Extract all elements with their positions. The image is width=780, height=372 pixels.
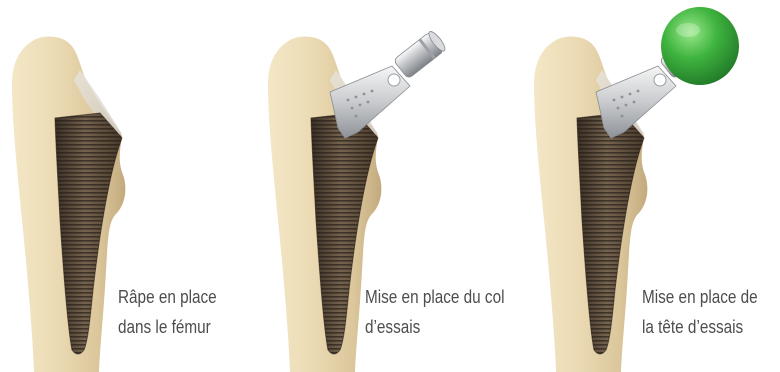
caption-line: Mise en place de: [642, 282, 758, 312]
caption-line: la tête d’essais: [642, 312, 758, 342]
trial-neck: [330, 29, 447, 138]
trial-head-highlight: [676, 23, 700, 37]
caption-trial-head-step: Mise en place de la tête d’essais: [642, 282, 758, 342]
caption-line: Râpe en place: [118, 282, 217, 312]
caption-line: Mise en place du col: [365, 282, 504, 312]
trial-head-sphere: [661, 7, 739, 85]
caption-line: dans le fémur: [118, 312, 217, 342]
caption-trial-neck-step: Mise en place du col d’essais: [365, 282, 504, 342]
figure-rasp-in-femur: [12, 37, 125, 372]
caption-line: d’essais: [365, 312, 504, 342]
femur-with-rasp: [12, 37, 125, 372]
caption-rasp-step: Râpe en place dans le fémur: [118, 282, 217, 342]
